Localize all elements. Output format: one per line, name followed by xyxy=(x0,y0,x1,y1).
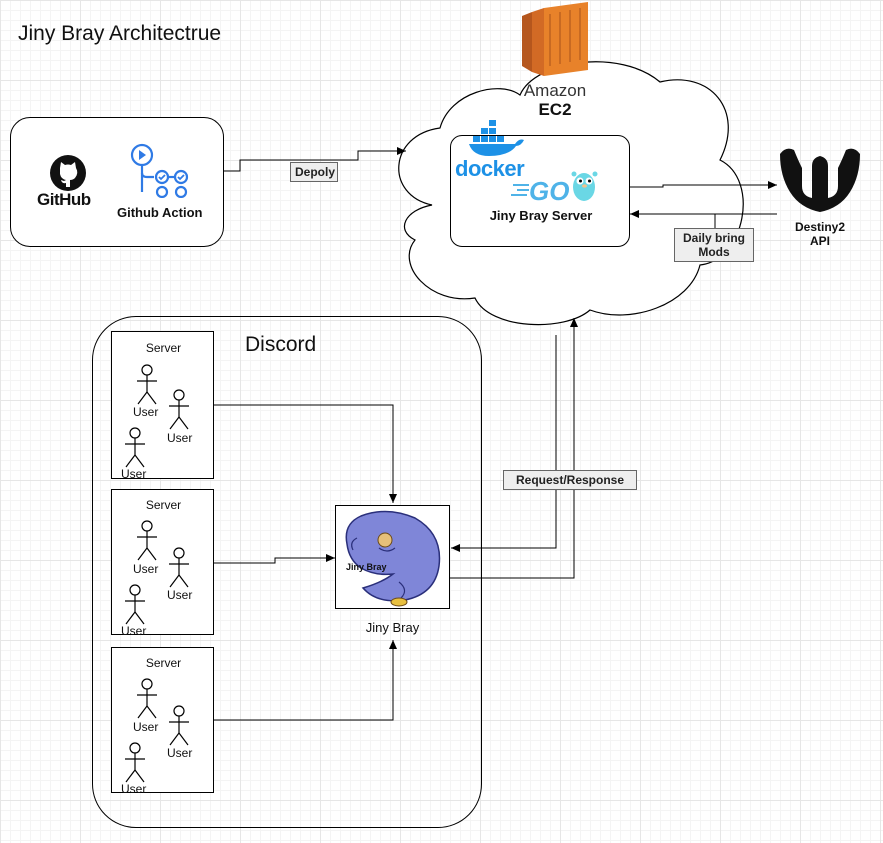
server-1-label: Server xyxy=(145,341,182,355)
discord-server-2: Server User User User xyxy=(111,489,214,638)
server1-bot-arrow xyxy=(205,401,397,503)
destiny2-logo-icon xyxy=(780,148,860,212)
aws-brand-text: Amazon xyxy=(523,81,587,100)
deploy-tag: Depoly xyxy=(290,162,338,182)
diagram-title: Jiny Bray Architectrue xyxy=(18,22,222,45)
daily-mods-tag: Daily bring Mods xyxy=(674,228,754,262)
daily-mods-line1: Daily bring xyxy=(682,231,745,245)
destiny-label-line2: API xyxy=(809,234,830,248)
docker-text: docker xyxy=(455,156,525,181)
user-icon xyxy=(125,742,145,783)
github-box: GitHub Github Action xyxy=(10,117,224,247)
go-speed-lines-icon xyxy=(511,184,529,196)
daily-mods-line2: Mods xyxy=(698,245,730,259)
docker-whale-icon xyxy=(469,120,524,156)
jiny-bray-server-label: Jiny Bray Server xyxy=(489,208,593,223)
discord-container xyxy=(92,316,482,828)
github-logo-text: GitHub xyxy=(37,190,91,209)
discord-server-1: Server User User User xyxy=(111,331,214,481)
user-icon xyxy=(137,364,157,405)
server-2-user-3: User xyxy=(121,624,147,638)
server-to-destiny-arrow xyxy=(600,181,777,189)
jiny-bray-server-box: docker GO Jiny Bray Server xyxy=(450,120,630,247)
discord-title: Discord xyxy=(245,333,317,356)
aws-ec2-icon xyxy=(522,2,588,76)
discord-server-3: Server User User User xyxy=(111,647,214,796)
request-response-tag: Request/Response xyxy=(503,470,637,490)
server-2-label: Server xyxy=(145,498,182,512)
github-action-label: Github Action xyxy=(117,205,203,220)
destiny-label-line1: Destiny2 xyxy=(794,220,846,234)
deploy-arrow xyxy=(224,147,406,172)
jiny-bray-genie-icon xyxy=(345,510,441,607)
request-arrow xyxy=(450,318,578,579)
server-1-user-1: User xyxy=(133,405,159,419)
server-2-user-1: User xyxy=(133,562,159,576)
go-text: GO xyxy=(529,176,570,206)
jiny-bray-bot-label: Jiny Bray xyxy=(365,620,420,635)
user-icon xyxy=(137,520,157,561)
aws-service-text: EC2 xyxy=(538,100,572,119)
jiny-bray-bot-box: Jiny Bray xyxy=(335,505,450,609)
server2-bot-arrow xyxy=(205,554,335,567)
server-3-user-1: User xyxy=(133,720,159,734)
go-gopher-icon xyxy=(571,171,598,201)
server-3-user-3: User xyxy=(121,782,147,796)
user-icon xyxy=(125,584,145,625)
server-3-user-2: User xyxy=(167,746,193,760)
github-actions-icon xyxy=(130,143,189,198)
user-icon xyxy=(169,547,189,588)
server-1-user-3: User xyxy=(121,467,147,481)
user-icon xyxy=(169,389,189,430)
user-icon xyxy=(137,678,157,719)
server-2-user-2: User xyxy=(167,588,193,602)
github-octocat-icon xyxy=(50,155,86,191)
server-3-label: Server xyxy=(145,656,182,670)
user-icon xyxy=(125,427,145,468)
user-icon xyxy=(169,705,189,746)
jiny-bray-image-text: Jiny Bray xyxy=(346,562,387,572)
response-arrow xyxy=(451,335,557,552)
server-1-user-2: User xyxy=(167,431,193,445)
server3-bot-arrow xyxy=(205,640,397,724)
